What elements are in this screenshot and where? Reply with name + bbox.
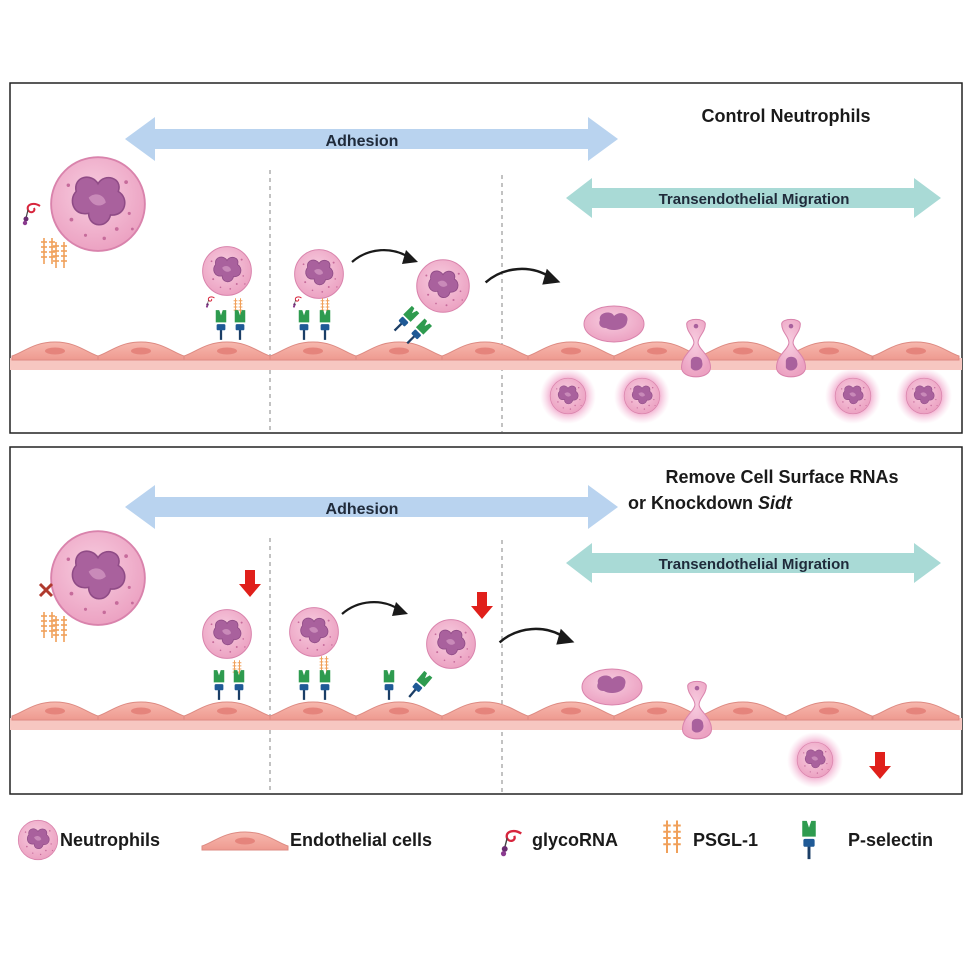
adhesion-label-2: Adhesion [326,501,399,518]
neutrophil-large [50,156,146,252]
legend-glycorna-icon [499,829,523,858]
transmigrated-cells [787,732,843,788]
migration-arrow-1: Transendothelial Migration [566,178,941,218]
legend-neutrophils-label: Neutrophils [60,830,160,850]
legend-glycorna-label: glycoRNA [532,830,618,850]
migration-arrow-2: Transendothelial Migration [566,543,941,583]
removed-rna-x-icon [38,582,54,598]
legend-psgl1-label: PSGL-1 [693,830,758,850]
migration-label-1: Transendothelial Migration [659,191,850,208]
nucleus [597,675,626,693]
panel-knockdown: Remove Cell Surface RNAs or Knockdown Si… [9,446,963,795]
title-line2-text: or Knockdown [628,493,758,513]
neutrophil-large [50,530,146,626]
migration-label-2: Transendothelial Migration [659,556,850,573]
nucleus [599,312,628,330]
adhesion-arrow-2: Adhesion [125,485,618,529]
legend: Neutrophils Endothelial cells glycoRNA P… [17,819,933,861]
legend-endothelial-label: Endothelial cells [290,830,432,850]
panel-control: Control Neutrophils Adhesion Transendoth… [9,82,963,434]
neutrophil-tethered [416,259,470,313]
adhesion-label-1: Adhesion [326,133,399,150]
endothelium-row-1 [11,341,960,361]
panel-2-title-line1: Remove Cell Surface RNAs [665,467,898,487]
legend-endothelial-icon [201,831,289,851]
neutrophil-rolling [202,246,252,296]
legend-pselectin-icon [802,820,816,860]
legend-pselectin-label: P-selectin [848,830,933,850]
adhesion-arrow-1: Adhesion [125,117,618,161]
basement-membrane [10,358,962,370]
neutrophil-rolling [294,249,344,299]
basement-membrane [10,718,962,730]
panel-1-title: Control Neutrophils [702,106,871,126]
neutrophil-tethered [426,619,476,669]
legend-neutrophil-icon [17,819,59,861]
endothelium-row-2 [11,701,960,721]
title-line2-italic: Sidt [758,493,793,513]
legend-psgl1-icon [662,819,682,855]
transmigrated-cells [540,368,952,424]
neutrophil-rolling [202,609,252,659]
neutrophil-rolling [289,607,339,657]
panel-2-title-line2: or Knockdown Sidt [628,493,793,513]
